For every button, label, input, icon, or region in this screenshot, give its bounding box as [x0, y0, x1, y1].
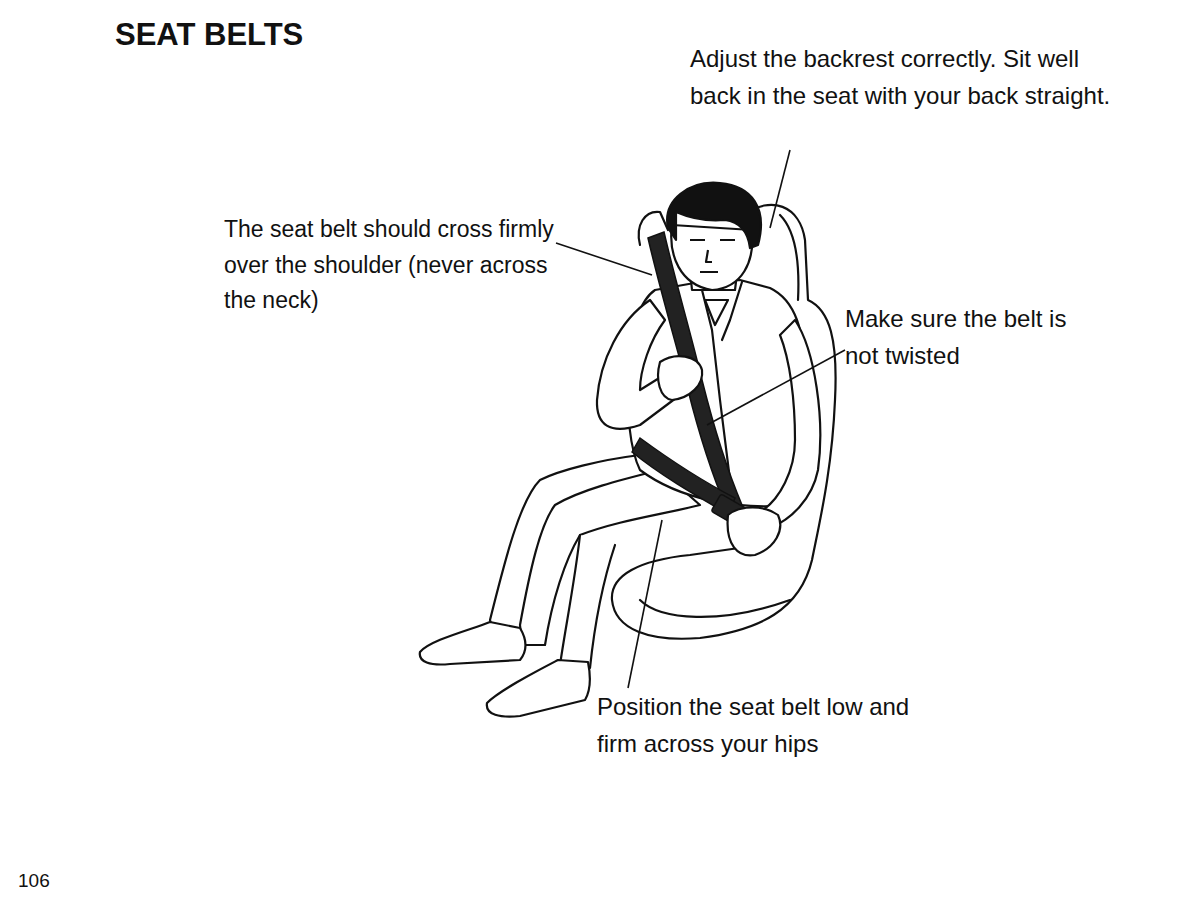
leader-line — [770, 150, 790, 228]
callout-text: The seat belt should cross firmly over t… — [224, 212, 554, 319]
hand — [728, 508, 781, 556]
leader-line — [628, 520, 662, 688]
seat-seam — [640, 600, 790, 617]
shoe — [420, 622, 525, 665]
tie — [705, 300, 728, 325]
leader-lines — [556, 150, 845, 688]
hair — [667, 183, 761, 248]
face-features — [690, 240, 735, 272]
hand — [658, 356, 702, 400]
callout-text: Adjust the backrest correctly. Sit well … — [690, 40, 1135, 114]
seat-seam — [780, 215, 798, 300]
callout-text: Make sure the belt is not twisted — [845, 300, 1080, 374]
page-number: 106 — [18, 866, 98, 895]
far-leg — [490, 455, 640, 640]
face — [671, 225, 752, 290]
leader-line — [556, 243, 652, 275]
callout-text: Position the seat belt low and firm acro… — [597, 688, 942, 762]
page-title: SEAT BELTS — [115, 16, 303, 53]
arm — [760, 320, 820, 528]
leader-line — [707, 350, 845, 425]
shoe — [487, 660, 590, 717]
near-shin — [560, 535, 615, 668]
